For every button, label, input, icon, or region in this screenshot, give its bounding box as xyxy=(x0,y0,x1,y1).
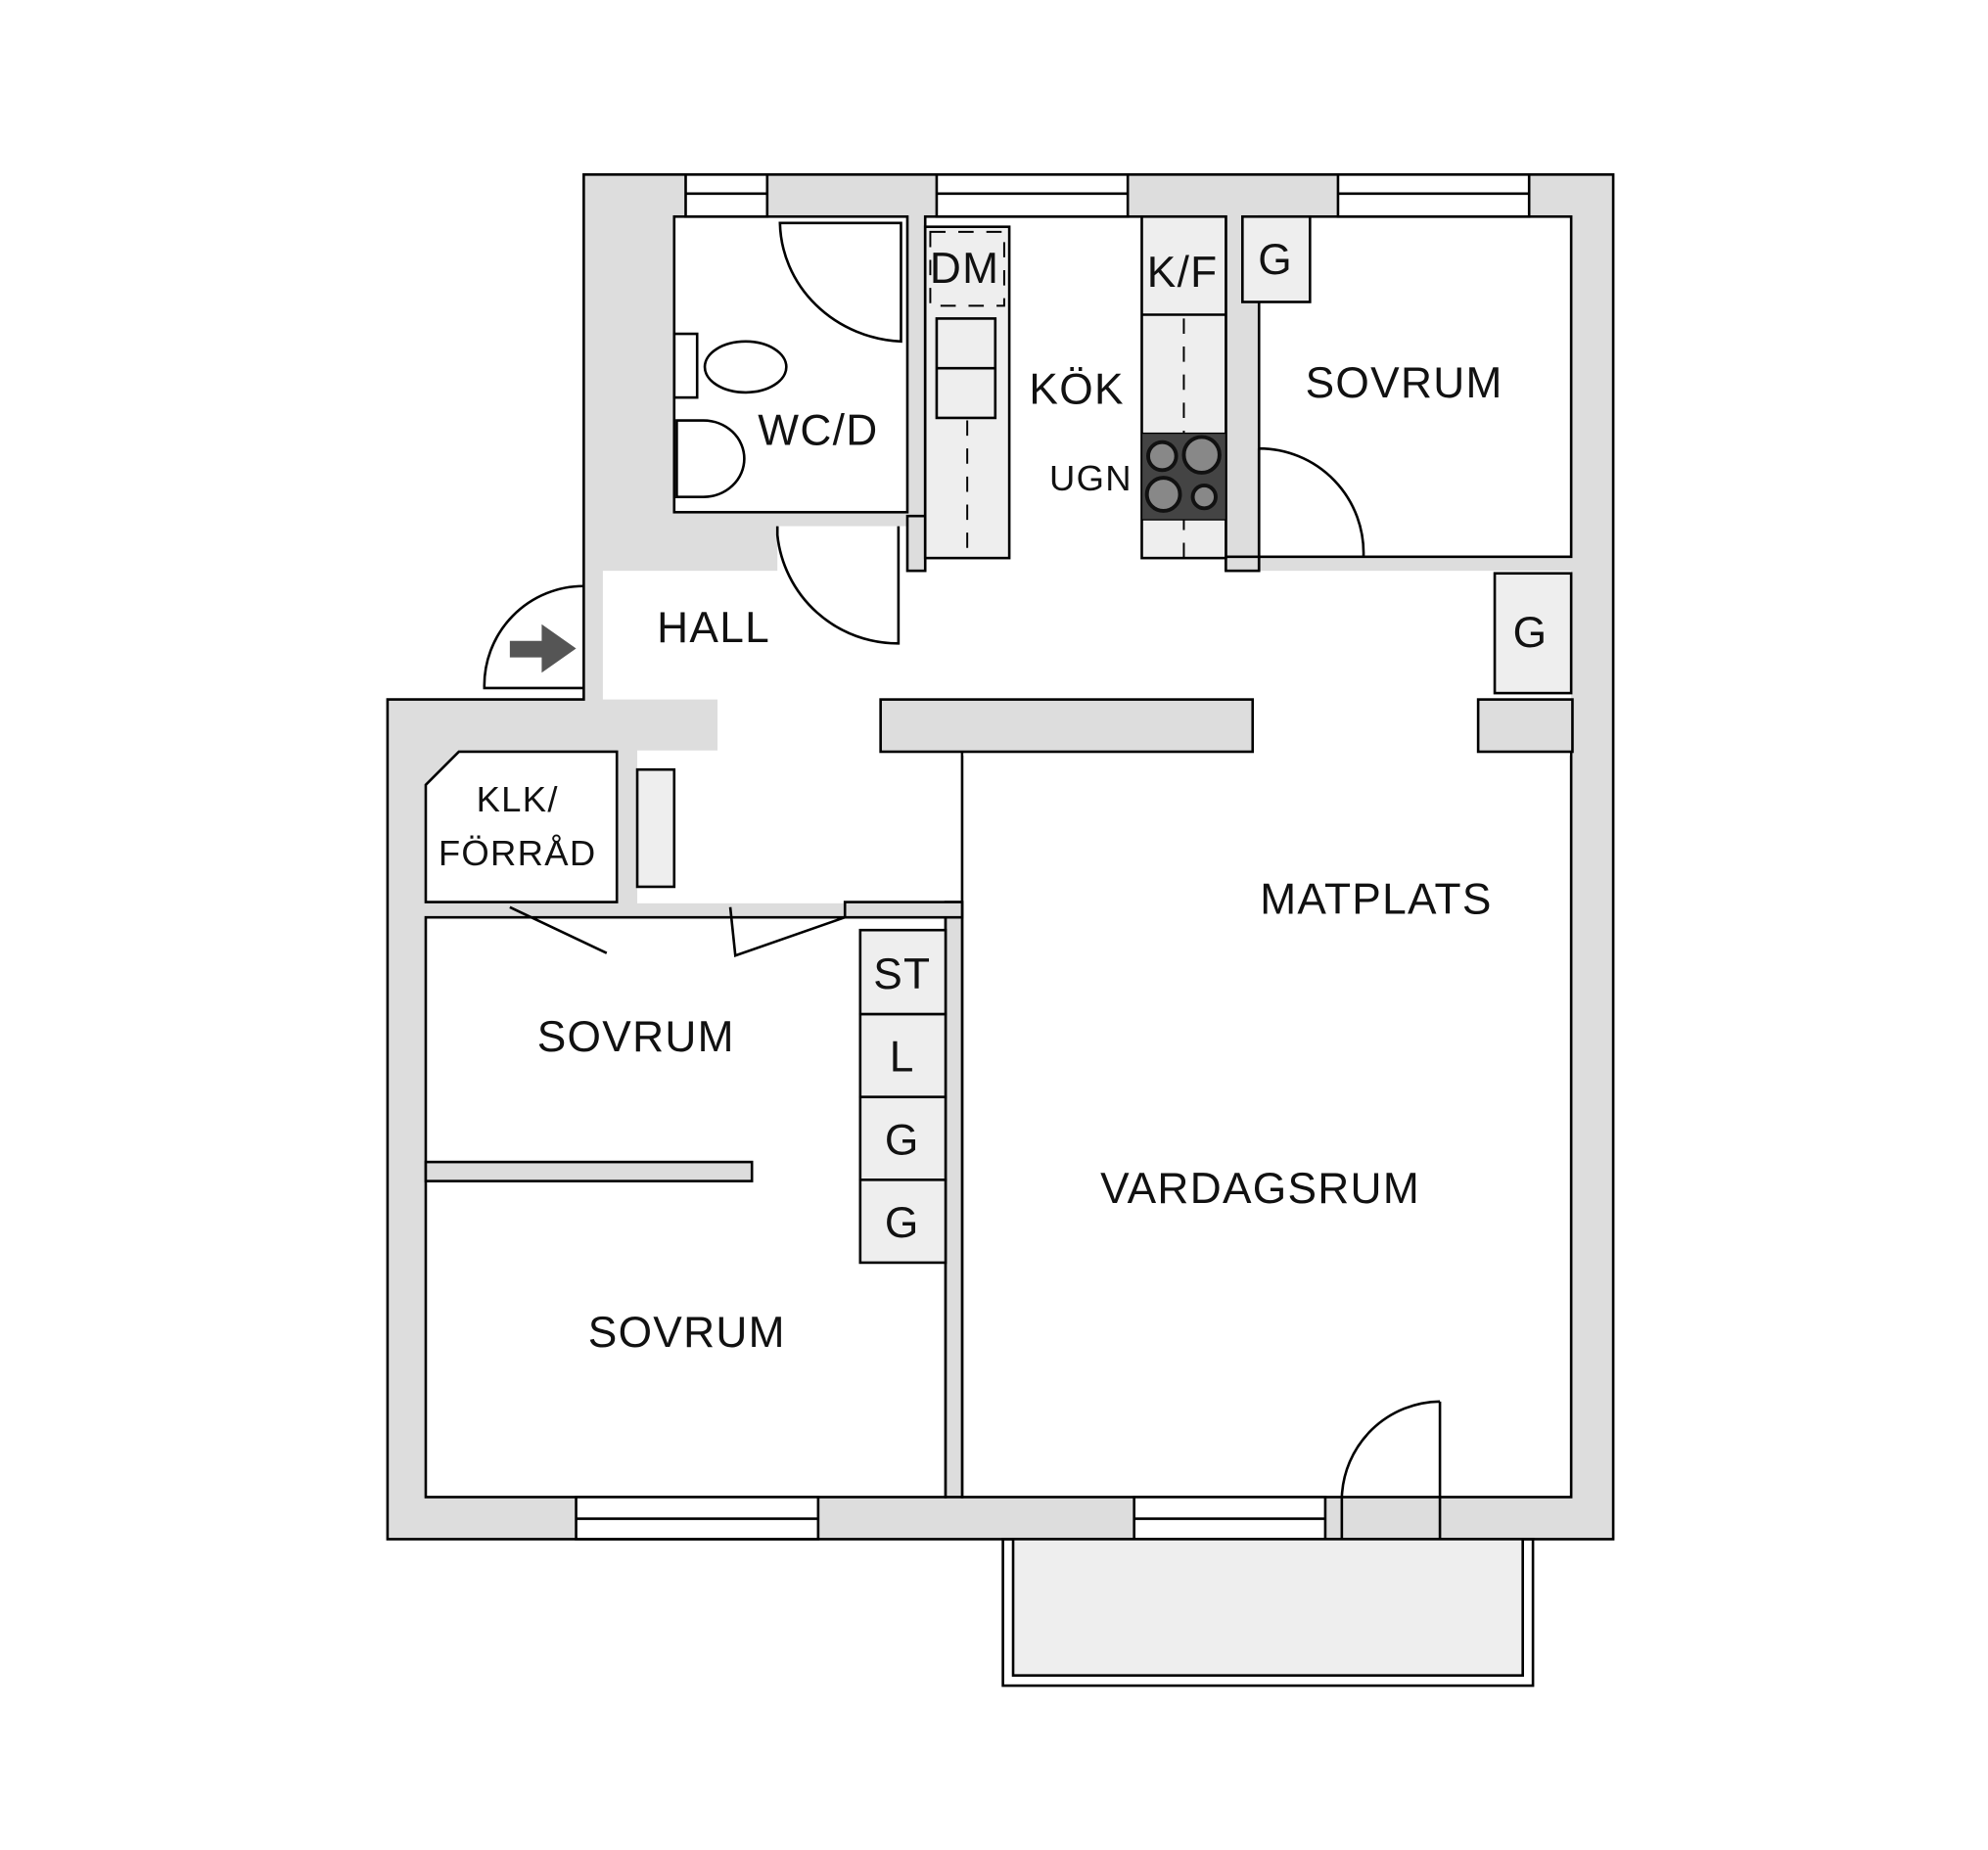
entrance-arrow-icon xyxy=(509,624,577,673)
doors xyxy=(483,446,1442,1540)
room-living xyxy=(960,750,1573,1499)
label-oven: UGN xyxy=(1049,458,1133,498)
toilet-tank xyxy=(672,332,699,399)
label-fridge: K/F xyxy=(1147,249,1219,297)
burners xyxy=(1144,435,1222,513)
bedroom-divider-wall xyxy=(424,1160,754,1182)
inner-hall xyxy=(637,750,964,903)
label-bedroom-top: SOVRUM xyxy=(1306,359,1503,407)
label-closet-1: KLK/ xyxy=(477,779,559,819)
wall-stub xyxy=(843,901,964,919)
label-wc: WC/D xyxy=(758,406,878,454)
label-st: ST xyxy=(873,950,931,998)
wall-wardrobe xyxy=(944,901,964,1499)
label-bedroom-bottom: SOVRUM xyxy=(588,1309,786,1357)
dishwasher xyxy=(929,230,1005,307)
toilet-icon xyxy=(703,340,788,394)
wall-kitchen-right xyxy=(1225,555,1261,573)
room-wc xyxy=(672,214,909,514)
wall-kitchen-left xyxy=(905,514,927,573)
label-kitchen: KÖK xyxy=(1029,366,1124,414)
label-closet-2: FÖRRÅD xyxy=(439,833,597,873)
label-dishwasher: DM xyxy=(930,245,999,293)
label-living: VARDAGSRUM xyxy=(1100,1165,1420,1213)
room-closet xyxy=(424,750,619,903)
shelf xyxy=(635,767,676,889)
hall-nook xyxy=(777,526,907,578)
sink-icon xyxy=(675,419,746,498)
label-g2: G xyxy=(885,1199,920,1247)
label-dining: MATPLATS xyxy=(1260,875,1492,923)
balcony-floor xyxy=(1011,1538,1524,1677)
label-wardrobe-right: G xyxy=(1513,609,1549,657)
room-bedroom-top xyxy=(1257,214,1573,559)
label-g1: G xyxy=(885,1116,920,1164)
label-hall: HALL xyxy=(657,604,770,652)
partition-wall xyxy=(879,698,1255,754)
wall-stub-right xyxy=(1476,698,1574,754)
label-bedroom-mid: SOVRUM xyxy=(537,1013,735,1061)
room-hall xyxy=(602,571,1572,700)
windows xyxy=(575,173,1531,1541)
wardrobe-right xyxy=(1493,572,1573,695)
wardrobe-top xyxy=(1241,214,1312,303)
label-wardrobe-top: G xyxy=(1258,236,1293,284)
storage-column xyxy=(858,928,948,1265)
living-opening xyxy=(963,749,1570,756)
label-l: L xyxy=(890,1034,915,1082)
shower-icon xyxy=(778,221,902,344)
